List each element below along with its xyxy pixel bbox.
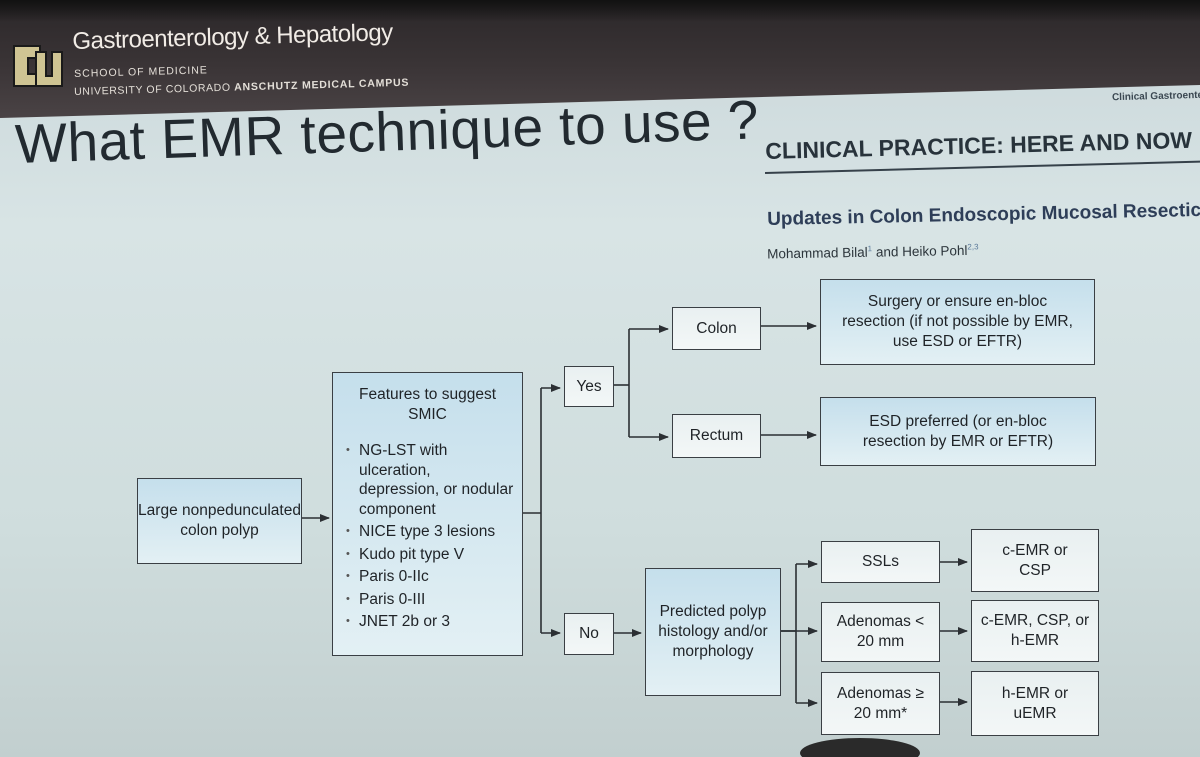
feature-item: NICE type 3 lesions [341, 522, 514, 542]
yes-box: Yes [564, 366, 614, 407]
ssl-outcome-box: c-EMR or CSP [971, 529, 1099, 592]
colon-outcome-box: Surgery or ensure en-bloc resection (if … [820, 279, 1095, 365]
feature-item: Paris 0-IIc [341, 567, 514, 587]
features-title: Features to suggest SMIC [359, 386, 496, 423]
audience-head-shadow [800, 738, 920, 757]
feature-item: Kudo pit type V [341, 545, 514, 565]
cu-logo-icon [13, 45, 63, 87]
adenoma-small-outcome-box: c-EMR, CSP, or h-EMR [971, 600, 1099, 662]
rectum-outcome-box: ESD preferred (or en-bloc resection by E… [820, 397, 1096, 466]
adenoma-large-outcome-box: h-EMR or uEMR [971, 671, 1099, 736]
feature-item: JNET 2b or 3 [341, 612, 514, 632]
feature-item: Paris 0-III [341, 590, 514, 610]
rectum-box: Rectum [672, 414, 761, 458]
ssl-box: SSLs [821, 541, 940, 583]
feature-item: NG-LST with ulceration, depression, or n… [341, 441, 514, 519]
adenoma-large-box: Adenomas ≥ 20 mm* [821, 672, 940, 735]
colon-box: Colon [672, 307, 761, 350]
start-box: Large nonpedunculated colon polyp [137, 478, 302, 564]
top-shadow [0, 0, 1200, 22]
no-box: No [564, 613, 614, 655]
adenoma-small-box: Adenomas < 20 mm [821, 602, 940, 662]
features-box: Features to suggest SMIC NG-LST with ulc… [332, 372, 523, 656]
predicted-histology-box: Predicted polyp histology and/or morphol… [645, 568, 781, 696]
features-list: NG-LST with ulceration, depression, or n… [341, 441, 514, 635]
